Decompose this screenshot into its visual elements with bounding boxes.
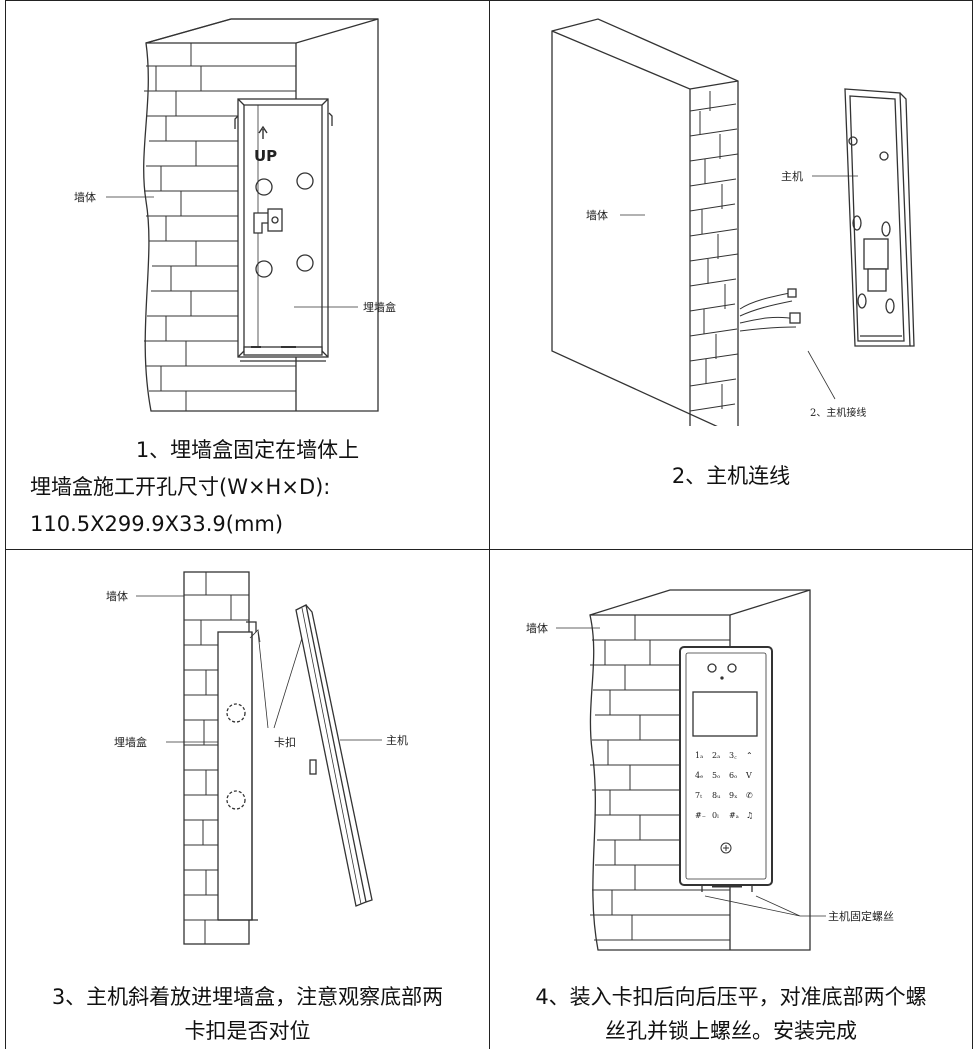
step4-screw-label: 主机固定螺丝 (828, 909, 894, 923)
step1-up-label: UP (254, 147, 277, 165)
table-border-top (5, 0, 973, 1)
keypad-key-3: 3꜀ (729, 751, 737, 760)
keypad-key-down: V (745, 771, 752, 780)
keypad-key-2: 2ₐ (712, 751, 720, 760)
step1-diagram: UP 墙体 埋墙盒 (74, 18, 396, 412)
step3-box-label: 埋墙盒 (114, 735, 147, 749)
step3-wall-label: 墙体 (106, 589, 128, 603)
step3-cell: 墙体 卡扣 埋墙盒 主机 3、主机斜着放进埋墙盒，注意观察底部两 卡扣是否对位 (6, 550, 489, 1049)
step1-size-value: 110.5X299.9X33.9(mm) (30, 512, 284, 536)
keypad-key-5: 5ₒ (712, 771, 720, 780)
step4-diagram: 1ₐ 2ₐ 3꜀ ⌃ 4ₑ 5ₒ 6ₒ V 7ₜ 8ᵤ 9ₓ ✆ #₋ 0ₗ #… (526, 589, 894, 951)
keypad-key-bell: ♫ (746, 811, 753, 820)
step2-diagram: 墙体 主机 2、主机接线 (551, 18, 915, 438)
step3-caption-line2: 卡扣是否对位 (184, 1019, 311, 1043)
keypad-key-7: 7ₜ (695, 791, 702, 800)
step1-wall-label: 墙体 (74, 190, 96, 204)
keypad-key-star: #₋ (695, 811, 706, 820)
step1-size-label: 埋墙盒施工开孔尺寸(W×H×D): (30, 475, 331, 499)
step1-cell: UP 墙体 埋墙盒 1、埋墙盒固定在墙体上 埋墙盒施工开孔尺寸(W×H×D): … (6, 1, 489, 549)
keypad-key-8: 8ᵤ (712, 791, 721, 800)
step1-box-label: 埋墙盒 (363, 300, 396, 314)
step2-caption: 2、主机连线 (671, 464, 791, 488)
keypad-key-hash: #ₐ (729, 811, 739, 820)
step3-caption-line1: 3、主机斜着放进埋墙盒，注意观察底部两 (51, 985, 444, 1009)
step4-caption-line2: 丝孔并锁上螺丝。安装完成 (605, 1019, 857, 1043)
table-border-row (5, 549, 973, 550)
installation-steps-table: UP 墙体 埋墙盒 1、埋墙盒固定在墙体上 埋墙盒施工开孔尺寸(W×H×D): … (5, 0, 973, 1049)
step4-cell: 1ₐ 2ₐ 3꜀ ⌃ 4ₑ 5ₒ 6ₒ V 7ₜ 8ᵤ 9ₓ ✆ #₋ 0ₗ #… (490, 550, 972, 1049)
keypad-key-9: 9ₓ (729, 791, 737, 800)
step4-caption-line1: 4、装入卡扣后向后压平，对准底部两个螺 (535, 985, 927, 1009)
keypad-key-up: ⌃ (746, 751, 753, 760)
step1-caption: 1、埋墙盒固定在墙体上 (135, 438, 360, 462)
card-reader-icon (720, 842, 732, 854)
step4-wall-label: 墙体 (526, 621, 548, 635)
step3-host-label: 主机 (386, 733, 408, 747)
keypad-key-call: ✆ (746, 791, 753, 800)
table-border-left (5, 0, 6, 1049)
keypad-key-1: 1ₐ (695, 751, 703, 760)
step2-wall-label: 墙体 (586, 208, 608, 222)
step3-clip-label: 卡扣 (274, 735, 296, 749)
step2-wiring-label: 2、主机接线 (810, 406, 866, 419)
table-border-right (972, 0, 973, 1049)
step2-cell: 墙体 主机 2、主机接线 2、主机连线 (490, 1, 972, 549)
keypad-key-6: 6ₒ (729, 771, 737, 780)
step3-diagram: 墙体 卡扣 埋墙盒 主机 (106, 571, 408, 945)
keypad-key-4: 4ₑ (695, 771, 703, 780)
keypad-key-0: 0ₗ (712, 811, 719, 820)
step2-host-label: 主机 (781, 169, 803, 183)
table-border-middle (489, 0, 490, 1049)
